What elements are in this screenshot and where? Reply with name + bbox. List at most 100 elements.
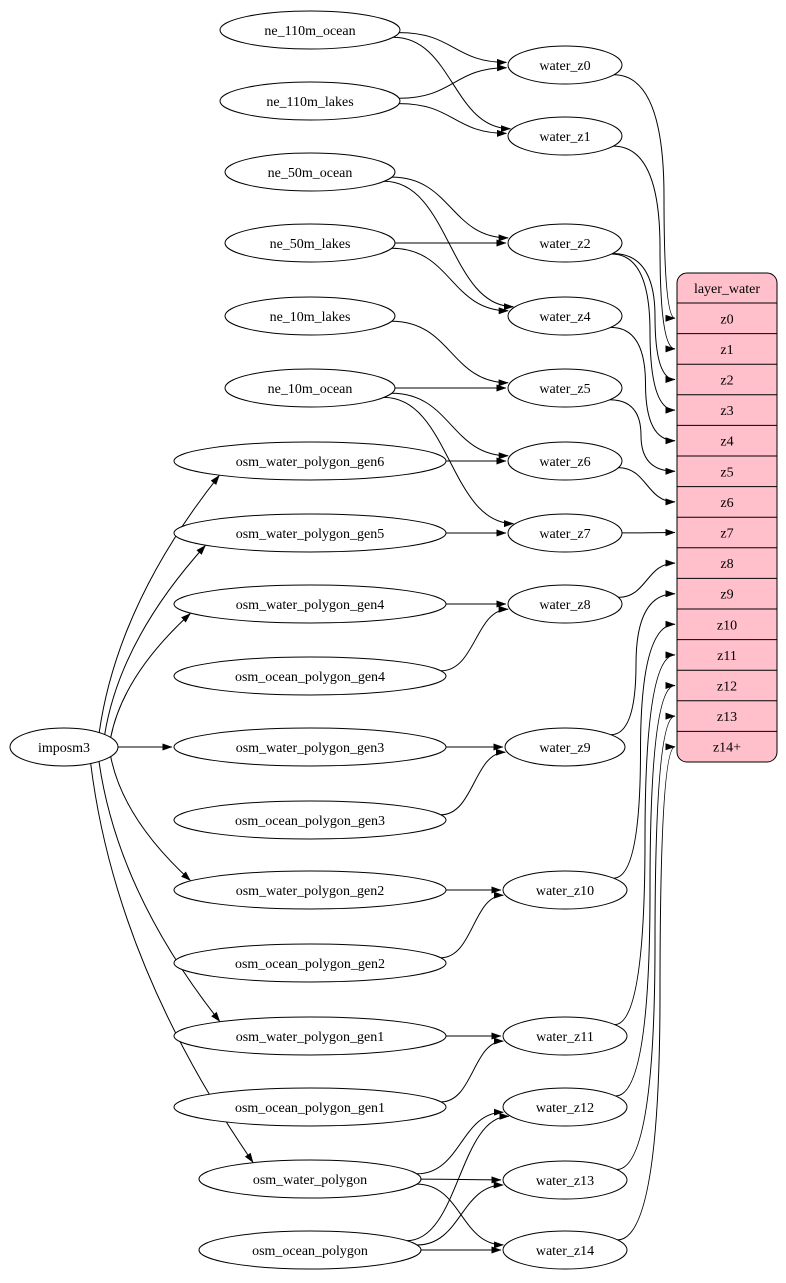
record-row-z0: z0 — [720, 312, 733, 327]
node-shape-osm_ocean_polygon_gen3 — [173, 800, 447, 840]
node-water_z0: water_z0 — [507, 45, 623, 85]
edge-ne_110m_lakes-to-water_z1 — [399, 103, 507, 137]
node-label-osm_water_polygon_gen6: osm_water_polygon_gen6 — [236, 455, 385, 470]
node-label-water_z5: water_z5 — [539, 382, 590, 397]
node-osm_water_polygon_gen5: osm_water_polygon_gen5 — [173, 513, 447, 553]
edge-ne_110m_ocean-to-water_z0 — [399, 32, 507, 66]
node-shape-water_z6 — [507, 441, 623, 481]
node-osm_water_polygon: osm_water_polygon — [198, 1159, 422, 1199]
node-label-osm_water_polygon_gen1: osm_water_polygon_gen1 — [236, 1030, 385, 1045]
node-label-osm_ocean_polygon_gen4: osm_ocean_polygon_gen4 — [235, 670, 385, 685]
node-label-osm_water_polygon_gen4: osm_water_polygon_gen4 — [236, 598, 385, 613]
record-row-z9: z9 — [720, 588, 733, 603]
node-label-osm_ocean_polygon_gen2: osm_ocean_polygon_gen2 — [235, 957, 385, 972]
node-osm_ocean_polygon_gen1: osm_ocean_polygon_gen1 — [173, 1087, 447, 1127]
node-shape-ne_50m_lakes — [224, 223, 396, 263]
node-water_z13: water_z13 — [502, 1160, 628, 1200]
node-shape-water_z1 — [507, 116, 623, 156]
node-ne_50m_ocean: ne_50m_ocean — [224, 152, 396, 192]
node-shape-water_z10 — [502, 870, 628, 910]
node-imposm3: imposm3 — [9, 727, 119, 767]
node-water_z4: water_z4 — [507, 296, 623, 336]
node-water_z2: water_z2 — [507, 223, 623, 263]
edges-layer — [90, 32, 676, 1254]
node-label-ne_110m_ocean: ne_110m_ocean — [264, 24, 355, 39]
edge-osm_ocean_polygon_gen3-to-water_z9 — [440, 748, 506, 816]
node-label-osm_ocean_polygon: osm_ocean_polygon — [252, 1244, 368, 1259]
edge-ne_50m_lakes-to-water_z4 — [391, 247, 509, 315]
record-row-z11: z11 — [717, 649, 737, 664]
edge-water_z11-to-layer_water-z11 — [614, 651, 676, 1026]
record-row-z3: z3 — [720, 404, 733, 419]
record-row-z7: z7 — [720, 527, 733, 542]
node-label-ne_50m_lakes: ne_50m_lakes — [270, 237, 351, 252]
node-shape-osm_water_polygon_gen4 — [173, 584, 447, 624]
edge-osm_ocean_polygon_gen2-to-water_z10 — [440, 891, 504, 959]
node-shape-osm_ocean_polygon_gen4 — [173, 656, 447, 696]
node-label-osm_ocean_polygon_gen1: osm_ocean_polygon_gen1 — [235, 1101, 385, 1116]
node-shape-water_z7 — [507, 513, 623, 553]
node-shape-ne_10m_ocean — [224, 368, 396, 408]
node-label-water_z9: water_z9 — [539, 741, 590, 756]
node-label-ne_10m_ocean: ne_10m_ocean — [268, 382, 353, 397]
edge-water_z10-to-layer_water-z10 — [613, 620, 676, 879]
edge-osm_ocean_polygon_gen1-to-water_z11 — [440, 1037, 504, 1103]
edge-water_z14-to-layer_water-z14+ — [617, 743, 676, 1241]
node-label-water_z10: water_z10 — [536, 884, 594, 899]
edge-water_z13-to-layer_water-z13 — [616, 712, 676, 1170]
edge-imposm3-to-osm_water_polygon_gen5 — [104, 545, 206, 735]
record-row-z10: z10 — [717, 618, 737, 633]
record-row-z5: z5 — [720, 465, 733, 480]
node-label-water_z11: water_z11 — [536, 1030, 594, 1045]
node-water_z9: water_z9 — [504, 727, 626, 767]
node-shape-water_z11 — [502, 1016, 628, 1056]
node-shape-water_z2 — [507, 223, 623, 263]
node-ne_110m_lakes: ne_110m_lakes — [219, 81, 401, 121]
node-shape-osm_water_polygon — [198, 1159, 422, 1199]
edge-imposm3-to-osm_water_polygon_gen1 — [98, 761, 221, 1022]
edge-water_z0-to-layer_water-z0 — [613, 74, 676, 322]
node-water_z11: water_z11 — [502, 1016, 628, 1056]
node-osm_ocean_polygon_gen4: osm_ocean_polygon_gen4 — [173, 656, 447, 696]
node-water_z12: water_z12 — [502, 1087, 628, 1127]
node-label-osm_water_polygon: osm_water_polygon — [253, 1173, 367, 1188]
edge-ne_50m_ocean-to-water_z4 — [383, 180, 514, 311]
node-label-water_z12: water_z12 — [536, 1101, 594, 1116]
node-label-water_z4: water_z4 — [539, 310, 590, 325]
node-osm_water_polygon_gen2: osm_water_polygon_gen2 — [173, 870, 447, 910]
record-row-z1: z1 — [720, 343, 733, 358]
node-water_z1: water_z1 — [507, 116, 623, 156]
edge-ne_50m_ocean-to-water_z2 — [391, 176, 509, 242]
node-water_z7: water_z7 — [507, 513, 623, 553]
node-water_z10: water_z10 — [502, 870, 628, 910]
node-label-osm_water_polygon_gen3: osm_water_polygon_gen3 — [236, 741, 385, 756]
edge-water_z5-to-layer_water-z5 — [609, 399, 676, 475]
node-ne_110m_ocean: ne_110m_ocean — [219, 10, 401, 50]
node-shape-osm_ocean_polygon_gen2 — [173, 943, 447, 983]
node-shape-ne_110m_lakes — [219, 81, 401, 121]
node-label-water_z14: water_z14 — [536, 1244, 594, 1259]
nodes-layer: imposm3 ne_110m_ocean ne_110m_lakes ne_50m_… — [9, 10, 628, 1270]
edge-water_z2-to-layer_water-z2 — [612, 253, 676, 383]
edge-osm_water_polygon-to-water_z14 — [416, 1183, 504, 1249]
edge-water_z12-to-layer_water-z12 — [615, 682, 676, 1097]
record-row-z4: z4 — [720, 435, 733, 450]
node-shape-water_z13 — [502, 1160, 628, 1200]
node-label-ne_50m_ocean: ne_50m_ocean — [268, 166, 353, 181]
node-label-imposm3: imposm3 — [38, 741, 90, 756]
node-label-water_z13: water_z13 — [536, 1174, 594, 1189]
record-layer: layer_waterz0z1z2z3z4z5z6z7z8z9z10z11z12… — [676, 272, 778, 763]
node-shape-osm_ocean_polygon — [198, 1230, 422, 1270]
node-shape-osm_ocean_polygon_gen1 — [173, 1087, 447, 1127]
node-shape-osm_water_polygon_gen2 — [173, 870, 447, 910]
node-osm_water_polygon_gen4: osm_water_polygon_gen4 — [173, 584, 447, 624]
node-shape-water_z5 — [507, 368, 623, 408]
edge-imposm3-to-osm_water_polygon_gen2 — [110, 756, 191, 881]
node-shape-water_z14 — [502, 1230, 628, 1270]
edge-ne_10m_lakes-to-water_z5 — [391, 320, 509, 387]
node-osm_water_polygon_gen3: osm_water_polygon_gen3 — [173, 727, 447, 767]
node-label-osm_water_polygon_gen2: osm_water_polygon_gen2 — [236, 884, 385, 899]
edge-osm_ocean_polygon_gen4-to-water_z8 — [440, 605, 509, 672]
node-shape-osm_water_polygon_gen5 — [173, 513, 447, 553]
